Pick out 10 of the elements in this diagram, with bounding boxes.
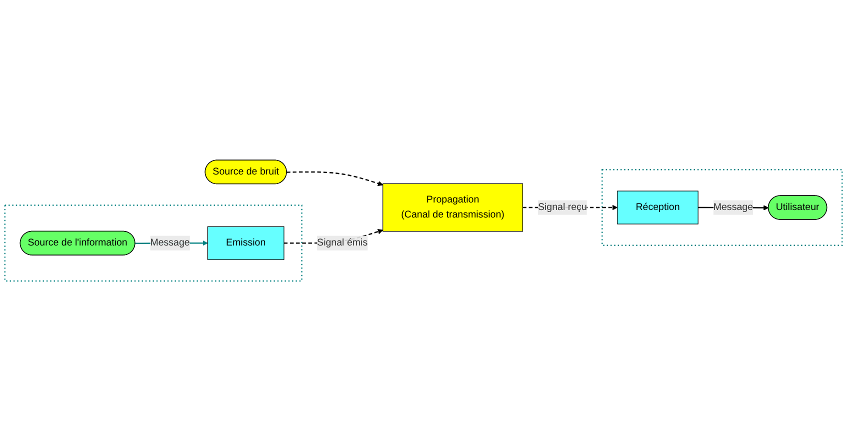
edge-label: Message (713, 202, 754, 212)
cluster (602, 169, 843, 246)
edge-label: Signal émis (317, 238, 368, 248)
arrow (286, 171, 384, 186)
node-box: Propagation (Canal de transmission) (382, 183, 523, 232)
cluster (4, 204, 302, 282)
node-box: Emission (207, 226, 284, 260)
node-box: Réception (617, 190, 698, 224)
edge-label: Signal reçu (538, 202, 587, 212)
edge-label: Message (150, 238, 190, 248)
